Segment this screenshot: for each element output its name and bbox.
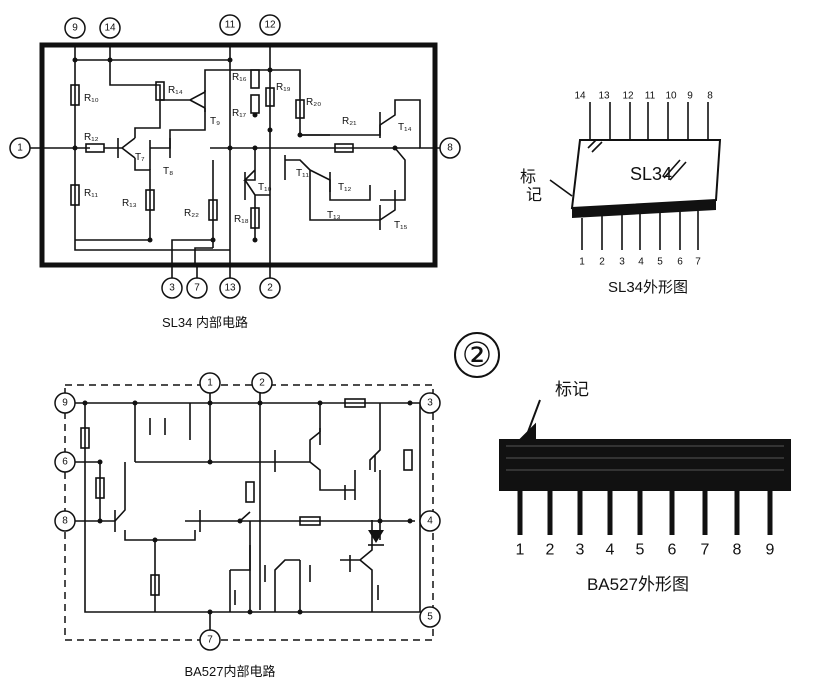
label-r19: R₁₉ (276, 82, 291, 93)
figure-number: ② (462, 338, 492, 375)
resistor-r10 (70, 84, 80, 106)
ba527-resistor (80, 427, 90, 449)
label-t14: T₁₄ (398, 122, 412, 133)
sl34-package-caption: SL34外形图 (608, 279, 688, 296)
figure-number-circle (454, 332, 500, 378)
label-t8: T₈ (163, 166, 173, 177)
label-r22: R₂₂ (184, 208, 199, 219)
label-r11: R₁₁ (84, 188, 99, 199)
sl34-pin-13: 13 (224, 283, 236, 294)
ba527-pin-1: 1 (207, 378, 213, 389)
sl34-chip-label: SL34 (630, 164, 672, 184)
sl34-pkg-top-pin: 12 (622, 91, 634, 102)
ba527-pin-8: 8 (62, 516, 68, 527)
resistor-r22 (208, 199, 218, 221)
sl34-pkg-top-pin: 14 (574, 91, 586, 102)
label-r14: R₁₄ (168, 85, 183, 96)
ba527-pin-7: 7 (207, 635, 213, 646)
sl34-pin-7: 7 (194, 283, 200, 294)
label-r18: R₁₈ (234, 214, 249, 225)
ba527-resistor (245, 481, 255, 503)
ba527-pkg-pin: 5 (636, 542, 645, 559)
sl34-pkg-top-pin: 10 (665, 91, 677, 102)
sl34-pin-14: 14 (104, 23, 116, 34)
label-r20: R₂₀ (306, 97, 321, 108)
sl34-pkg-bottom-pin: 6 (677, 257, 683, 268)
ba527-pkg-pin: 9 (766, 542, 775, 559)
sl34-package-outline: SL34 14 13 12 11 10 9 8 1 2 3 4 5 6 7 标 … (520, 91, 722, 296)
label-r16: R₁₆ (232, 72, 247, 83)
resistor-r21 (334, 143, 354, 153)
ba527-pin-6: 6 (62, 457, 68, 468)
sl34-frame (39, 42, 438, 268)
sl34-pin-1: 1 (17, 143, 23, 154)
resistor-r14 (155, 81, 165, 101)
ba527-resistor (95, 477, 105, 499)
ba527-pkg-pin: 6 (668, 542, 677, 559)
sl34-internal-caption: SL34 内部电路 (162, 315, 248, 330)
label-t15: T₁₅ (394, 220, 408, 231)
label-t11: T₁₁ (296, 168, 309, 179)
label-r10: R₁₀ (84, 93, 99, 104)
label-r17: R₁₇ (232, 108, 247, 119)
sl34-pin-3: 3 (169, 283, 175, 294)
ba527-internal-caption: BA527内部电路 (184, 664, 275, 679)
ba527-pkg-pin: 1 (516, 542, 525, 559)
sl34-pkg-bottom-pin: 5 (657, 257, 663, 268)
label-t12: T₁₂ (338, 182, 351, 193)
resistor-r13 (145, 189, 155, 211)
sl34-pkg-bottom-pin: 2 (599, 257, 605, 268)
label-t9: T₉ (210, 116, 220, 127)
resistor-r16 (250, 69, 260, 89)
ba527-pin-9: 9 (62, 398, 68, 409)
label-t10: T₁₀ (258, 182, 272, 193)
ba527-internal-circuit: 1 2 9 6 8 3 4 5 7 BA527内部电路 (54, 372, 441, 679)
sl34-pkg-bottom-pin: 1 (579, 257, 585, 268)
ba527-pkg-pin: 2 (546, 542, 555, 559)
ba527-diode (368, 530, 384, 543)
label-r13: R₁₃ (122, 198, 137, 209)
resistor-r19 (265, 87, 275, 107)
resistor-r17 (250, 94, 260, 114)
ba527-package-caption: BA527外形图 (587, 575, 689, 594)
ba527-pkg-pin: 3 (576, 542, 585, 559)
ba527-pkg-pin: 7 (701, 542, 710, 559)
sl34-pkg-bottom-pin: 3 (619, 257, 625, 268)
ba527-pin-4: 4 (427, 516, 433, 527)
label-r21: R₂₁ (342, 116, 357, 127)
ba527-pkg-pin: 4 (606, 542, 615, 559)
sl34-marker-label-2: 记 (526, 185, 542, 204)
label-r12: R₁₂ (84, 132, 99, 143)
sl34-pin-8: 8 (447, 143, 453, 154)
sl34-internal-circuit: R₁₀ R₁₂ T₇ R₁₄ T₉ R₁₆ R₁₇ R₁₉ R₂₀ R₂₁ T₁… (9, 14, 461, 330)
sl34-pkg-top-pin: 11 (645, 91, 656, 102)
ba527-pin-5: 5 (427, 612, 433, 623)
ba527-resistor (344, 398, 366, 408)
sl34-pin-9: 9 (72, 23, 78, 34)
ba527-resistor (299, 516, 321, 526)
ba527-resistor (403, 449, 413, 471)
label-t13: T₁₃ (327, 210, 341, 221)
sl34-pkg-top-pin: 9 (687, 91, 693, 102)
ba527-package-outline: 1 2 3 4 5 6 7 8 9 标记 BA527外形图 (499, 380, 791, 594)
sl34-pkg-top-pin: 13 (598, 91, 610, 102)
sl34-pin-12: 12 (264, 20, 276, 31)
resistor-r11 (70, 184, 80, 206)
sl34-pkg-bottom-pin: 7 (695, 257, 701, 268)
sl34-marker-label-1: 标 (520, 167, 536, 186)
ba527-marker-label: 标记 (555, 380, 589, 400)
resistor-r12 (85, 143, 105, 153)
ba527-pin-2: 2 (259, 378, 265, 389)
sl34-pin-2: 2 (267, 283, 273, 294)
sl34-pkg-bottom-pin: 4 (638, 257, 644, 268)
ba527-pin-3: 3 (427, 398, 433, 409)
resistor-r20 (295, 99, 305, 119)
ba527-pkg-pin: 8 (733, 542, 742, 559)
label-t7: T₇ (135, 152, 145, 163)
sl34-pkg-top-pin: 8 (707, 91, 713, 102)
sl34-pin-11: 11 (225, 20, 236, 31)
ba527-resistor (150, 574, 160, 596)
resistor-r18 (250, 207, 260, 229)
